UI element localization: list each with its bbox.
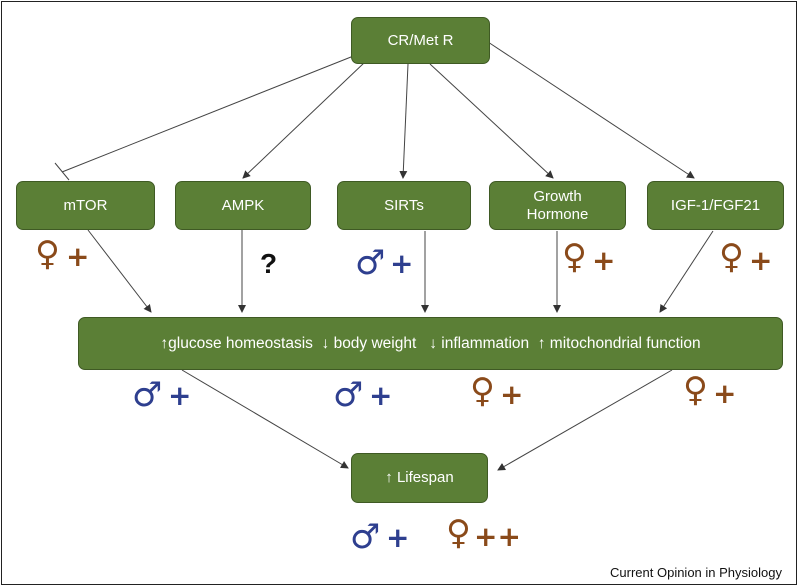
node-outcomes-label: ↑glucose homeostasis ↓ body weight ↓ inf… (160, 334, 701, 352)
node-lifespan: ↑ Lifespan (351, 453, 488, 503)
edge-mtor-outcomes (87, 229, 152, 313)
female-symbol-lifespan: ♀ (446, 513, 471, 553)
female-symbol-gh: ♀ (562, 237, 587, 277)
double-plus-lifespan: ++ (474, 520, 521, 553)
node-mtor: mTOR (16, 181, 155, 230)
edge-outcomes-lifespan-left (181, 369, 349, 469)
node-igf-fgf21-label: IGF-1/FGF21 (670, 196, 761, 214)
plus-lifespan-male: + (386, 521, 410, 554)
male-symbol-body-weight: ♂ (333, 375, 364, 415)
edge-top-gh (429, 63, 554, 179)
question-mark-ampk: ? (260, 248, 278, 279)
plus-igf: + (749, 244, 773, 277)
node-ampk-label: AMPK (221, 196, 265, 214)
plus-mitochondrial: + (713, 377, 737, 410)
edge-top-mtor (61, 54, 357, 173)
node-outcomes: ↑glucose homeostasis ↓ body weight ↓ inf… (78, 317, 783, 370)
node-sirts: SIRTs (337, 181, 471, 230)
edge-outcomes-lifespan-right (497, 369, 673, 471)
edge-top-mtor-tbar (54, 162, 70, 181)
plus-body-weight: + (369, 379, 393, 412)
female-symbol-mtor: ♀ (35, 234, 60, 274)
plus-sirts: + (390, 247, 414, 280)
node-cr-met-r: CR/Met R (351, 17, 490, 64)
edge-top-sirts (399, 63, 409, 179)
male-symbol-glucose: ♂ (132, 375, 163, 415)
male-symbol-sirts: ♂ (355, 243, 386, 283)
node-sirts-label: SIRTs (384, 196, 424, 214)
female-symbol-inflammation: ♀ (470, 371, 495, 411)
plus-glucose: + (168, 379, 192, 412)
node-cr-met-r-label: CR/Met R (387, 31, 454, 49)
edge-top-ampk (242, 61, 366, 179)
edge-top-igf (487, 41, 695, 179)
plus-gh: + (592, 244, 616, 277)
node-igf-fgf21: IGF-1/FGF21 (647, 181, 784, 230)
female-symbol-igf: ♀ (719, 237, 744, 277)
node-growth-hormone-label: Growth Hormone (526, 187, 589, 223)
node-growth-hormone: Growth Hormone (489, 181, 626, 230)
node-lifespan-label: ↑ Lifespan (385, 469, 454, 486)
node-ampk: AMPK (175, 181, 311, 230)
journal-credit: Current Opinion in Physiology (610, 565, 782, 580)
plus-inflammation: + (500, 378, 524, 411)
edge-igf-outcomes (659, 230, 714, 313)
male-symbol-lifespan: ♂ (350, 517, 381, 557)
plus-mtor: + (66, 240, 90, 273)
node-mtor-label: mTOR (63, 196, 108, 214)
female-symbol-mitochondrial: ♀ (683, 370, 708, 410)
